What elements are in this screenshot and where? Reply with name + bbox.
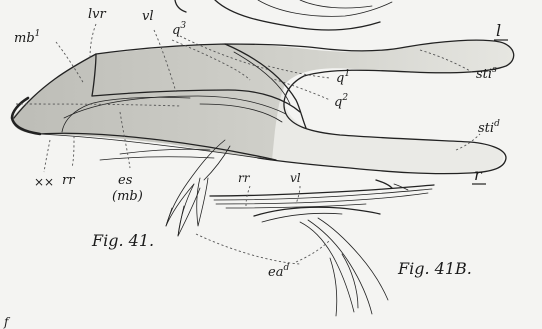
label-q2: q2 — [334, 93, 348, 110]
label-q1: q1 — [336, 69, 350, 86]
label-l: l — [496, 21, 501, 40]
label-q3: q3 — [172, 21, 186, 38]
caption-fig41b: Fig. 41B. — [397, 259, 472, 278]
label-es: es — [118, 173, 133, 188]
caption-fig41: Fig. 41. — [91, 231, 154, 250]
label-vl-top: vl — [142, 9, 154, 24]
label-rr-main: rr — [62, 173, 75, 188]
fig41b-structure — [210, 180, 434, 316]
label-mb1: mb1 — [14, 29, 40, 46]
label-lvr: lvr — [88, 7, 107, 22]
label-sti-s: stis — [476, 65, 497, 82]
appendage-ea-d-left — [100, 140, 230, 236]
label-xx: ×× — [34, 175, 54, 189]
label-vl-b: vl — [290, 171, 301, 185]
label-sti-d: stid — [478, 119, 500, 136]
main-body-fig41 — [12, 40, 514, 173]
label-rr-b: rr — [238, 171, 251, 185]
top-fragment-strokes — [175, 0, 392, 30]
corner-mark: f — [3, 315, 11, 329]
label-ea-d: ead — [268, 263, 289, 280]
label-mb: (mb) — [112, 189, 143, 204]
label-r: r — [474, 165, 483, 184]
